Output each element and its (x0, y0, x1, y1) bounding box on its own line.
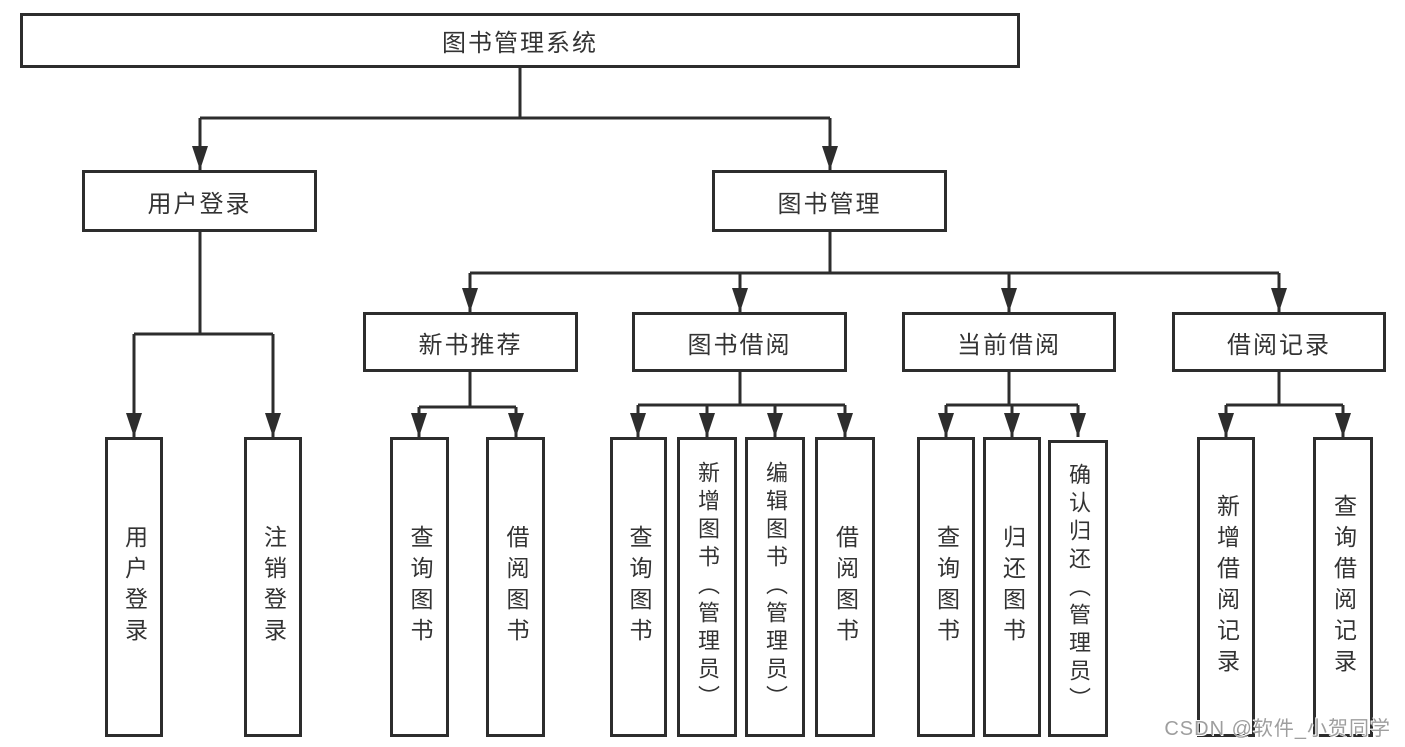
leaf-cb-confirm-return-admin: 确认归还（管理员） (1048, 440, 1108, 737)
node-book-management-label: 图书管理 (777, 190, 882, 218)
leaf-br-query-record: 查询借阅记录 (1313, 437, 1373, 737)
leaf-br-query-record-label: 查询借阅记录 (1330, 494, 1357, 680)
leaf-bb-query-book-label: 查询图书 (626, 525, 652, 649)
watermark: CSDN @软件_小贺同学 (1164, 718, 1391, 740)
leaf-bb-query-book: 查询图书 (610, 437, 667, 737)
node-new-book-recommend-label: 新书推荐 (418, 331, 523, 359)
leaf-rec-borrow-book: 借阅图书 (486, 437, 545, 737)
leaf-bb-edit-book-admin-label: 编辑图书（管理员） (763, 461, 788, 713)
leaf-rec-query-book: 查询图书 (390, 437, 449, 737)
leaf-br-add-record: 新增借阅记录 (1197, 437, 1255, 737)
node-book-management: 图书管理 (712, 170, 947, 232)
leaf-rec-query-book-label: 查询图书 (407, 525, 433, 649)
leaf-cb-confirm-return-admin-label: 确认归还（管理员） (1066, 462, 1091, 715)
leaf-cb-return-book: 归还图书 (983, 437, 1041, 737)
leaf-br-add-record-label: 新增借阅记录 (1213, 494, 1240, 680)
node-current-borrow-label: 当前借阅 (957, 331, 1061, 359)
arrow-lines (126, 118, 1351, 437)
leaf-cb-query-book-label: 查询图书 (933, 525, 960, 649)
node-borrow-records-label: 借阅记录 (1227, 331, 1331, 359)
leaf-bb-add-book-admin: 新增图书（管理员） (677, 437, 737, 737)
node-user-login: 用户登录 (82, 170, 317, 232)
node-user-login-label: 用户登录 (147, 190, 252, 218)
node-root-label: 图书管理系统 (442, 30, 598, 57)
leaf-logout: 注销登录 (244, 437, 302, 737)
leaf-bb-borrow-book-label: 借阅图书 (832, 525, 859, 649)
leaf-cb-query-book: 查询图书 (917, 437, 975, 737)
leaf-user-login-label: 用户登录 (121, 525, 148, 649)
leaf-bb-add-book-admin-label: 新增图书（管理员） (695, 461, 720, 713)
leaf-bb-edit-book-admin: 编辑图书（管理员） (745, 437, 805, 737)
node-borrow-records: 借阅记录 (1172, 312, 1386, 372)
node-book-borrow-label: 图书借阅 (687, 331, 792, 359)
leaf-logout-label: 注销登录 (260, 525, 287, 649)
node-book-borrow: 图书借阅 (632, 312, 847, 372)
leaf-user-login: 用户登录 (105, 437, 163, 737)
node-current-borrow: 当前借阅 (902, 312, 1116, 372)
leaf-rec-borrow-book-label: 借阅图书 (503, 525, 529, 649)
stem-lines (198, 68, 1281, 407)
leaf-bb-borrow-book: 借阅图书 (815, 437, 875, 737)
leaf-cb-return-book-label: 归还图书 (999, 525, 1026, 649)
node-new-book-recommend: 新书推荐 (363, 312, 578, 372)
node-root: 图书管理系统 (20, 13, 1020, 68)
